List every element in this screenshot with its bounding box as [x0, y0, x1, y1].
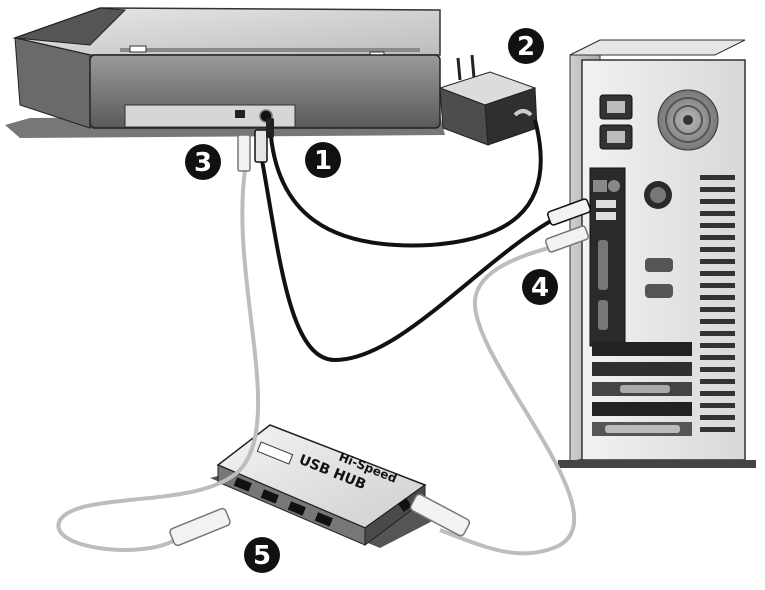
vent-slot	[700, 355, 735, 360]
hub-usb-plug-right	[409, 493, 471, 537]
pc-usb-plug-dark	[546, 198, 592, 226]
hub-port-3	[287, 501, 306, 516]
callout-3-label: 3	[194, 148, 212, 178]
expansion-slot-3-port	[620, 385, 670, 393]
io-parallel-port	[598, 240, 608, 290]
computer-tower	[558, 39, 756, 468]
expansion-slot-2	[592, 362, 692, 376]
cooling-fan-ring-1	[665, 97, 711, 143]
hub-port-4	[314, 512, 333, 527]
expansion-slot-1	[592, 342, 692, 356]
vent-slot	[700, 403, 735, 408]
flatbed-scanner	[5, 7, 445, 138]
vent-slot	[700, 175, 735, 180]
adapter-prong-left	[456, 57, 462, 81]
scanner-to-hub-usb-cable	[56, 169, 261, 552]
scanner-left-side	[14, 37, 91, 129]
power-socket-out-face	[607, 131, 625, 143]
tower-foot	[558, 460, 756, 468]
cooling-fan-ring-2	[673, 105, 703, 135]
hub-usb-plug-left	[169, 507, 231, 547]
expansion-slot-5-port	[605, 425, 680, 433]
hub-port-1	[233, 477, 252, 492]
vent-slot	[700, 343, 735, 348]
scanner-usb-plug-dark	[254, 129, 268, 163]
vent-slot	[700, 283, 735, 288]
callout-1: 1	[305, 142, 341, 178]
io-usb-port-2	[596, 212, 616, 220]
io-port-ps2	[608, 180, 620, 192]
vent-slot	[700, 415, 735, 420]
cooling-fan-hub	[683, 115, 693, 125]
vent-slot	[700, 211, 735, 216]
callout-2-circle	[508, 28, 544, 64]
power-plug	[266, 118, 274, 138]
io-serial-port	[598, 300, 608, 330]
serial-connector-1	[645, 258, 673, 272]
hub-upstream-port	[398, 498, 412, 512]
adapter-prong-right	[470, 54, 476, 79]
callout-1-circle	[305, 142, 341, 178]
scanner-usb-plug-light	[237, 134, 251, 172]
vent-slot	[700, 271, 735, 276]
usb-hub: Hi-Speed USB HUB	[210, 424, 450, 548]
vent-slot	[700, 235, 735, 240]
scanner-lid-hinge-block	[14, 7, 127, 46]
hub-led-strip	[256, 441, 294, 465]
callout-3: 3	[185, 144, 221, 180]
callout-5-label: 5	[253, 541, 271, 571]
vent-slot	[700, 331, 735, 336]
scanner-to-pc-usb-cable	[260, 159, 557, 363]
callout-4: 4	[522, 269, 558, 305]
pc-usb-plug-light	[544, 225, 590, 253]
vga-connector-round-inner	[650, 187, 666, 203]
hub-to-pc-usb-cable	[439, 243, 577, 556]
vent-slot	[700, 391, 735, 396]
hub-port-2	[260, 489, 279, 504]
callout-2: 2	[508, 28, 544, 64]
vent-slot	[700, 307, 735, 312]
vent-slot	[700, 367, 735, 372]
io-port-network	[593, 180, 607, 192]
hub-status-leds	[256, 441, 294, 465]
scanner-rear-port-panel	[124, 104, 296, 128]
power-adapter	[438, 54, 538, 146]
vent-slot	[700, 187, 735, 192]
expansion-slot-4	[592, 402, 692, 416]
callout-5: 5	[244, 537, 280, 573]
callout-1-label: 1	[314, 146, 332, 176]
callout-5-circle	[244, 537, 280, 573]
vent-slot	[700, 379, 735, 384]
vent-slot	[700, 319, 735, 324]
adapter-cord-strain-relief	[513, 109, 533, 117]
tower-vent-slots	[700, 175, 735, 432]
connectors	[169, 118, 592, 547]
callout-3-circle	[185, 144, 221, 180]
callout-4-label: 4	[531, 273, 549, 303]
callout-2-label: 2	[517, 32, 535, 62]
vent-slot	[700, 295, 735, 300]
vent-slot	[700, 223, 735, 228]
vent-slot	[700, 427, 735, 432]
cables	[56, 119, 577, 556]
vent-slot	[700, 199, 735, 204]
io-usb-port-1	[596, 200, 616, 208]
tower-top	[569, 39, 746, 56]
scanner-usb-port	[235, 110, 245, 118]
callout-4-circle	[522, 269, 558, 305]
vent-slot	[700, 247, 735, 252]
power-socket-in-face	[607, 101, 625, 113]
vent-slot	[700, 259, 735, 264]
power-cable	[268, 119, 543, 248]
scanner-lid-latch	[129, 45, 147, 53]
scanner-lid-groove	[120, 48, 420, 52]
serial-connector-2	[645, 284, 673, 298]
